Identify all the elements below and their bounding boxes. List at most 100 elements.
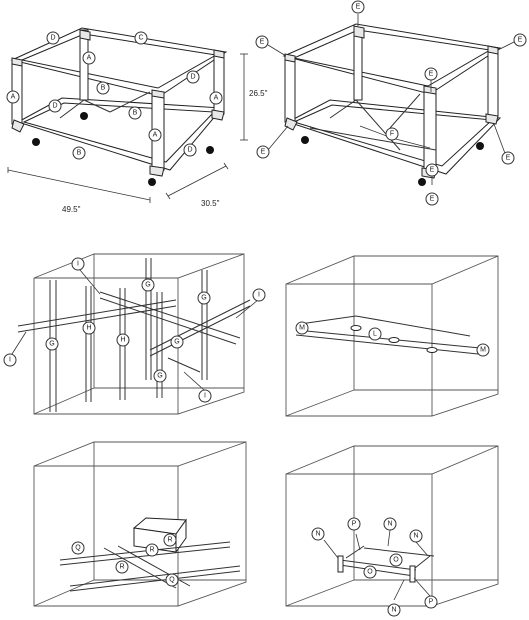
svg-text:B: B xyxy=(133,110,138,117)
label-n-bottom: N xyxy=(387,603,401,617)
corner-connectors xyxy=(11,29,225,99)
label-b-front: B xyxy=(72,146,86,160)
box3-wireframe xyxy=(33,253,245,415)
label-q-right: Q xyxy=(165,573,179,587)
label-g-left: G xyxy=(45,337,59,351)
box6-wireframe xyxy=(285,445,499,607)
label-h-left: H xyxy=(82,321,96,335)
frame2-braces xyxy=(309,93,437,151)
panel-frame-overview: D C A D A B D B A A B D 49.5" 30.5" 26.5… xyxy=(6,27,268,214)
leader-lines-i xyxy=(11,269,259,391)
svg-text:E: E xyxy=(430,196,435,203)
svg-text:R: R xyxy=(119,564,124,571)
svg-text:E: E xyxy=(430,167,435,174)
shelf-clip-1 xyxy=(350,325,362,331)
svg-text:O: O xyxy=(393,557,399,564)
svg-text:M: M xyxy=(299,325,305,332)
foot2-front-right xyxy=(418,178,426,186)
label-n-left: N xyxy=(311,527,325,541)
svg-text:N: N xyxy=(387,521,392,528)
bar-i-left xyxy=(17,299,177,333)
label-r-mid: R xyxy=(145,543,159,557)
label-a-right: A xyxy=(209,91,223,105)
label-d-bottom-right: D xyxy=(183,143,197,157)
svg-text:P: P xyxy=(429,599,434,606)
label-g-front: G xyxy=(153,369,167,383)
box4-wireframe xyxy=(285,255,499,417)
label-e-foot-front: E xyxy=(425,192,439,206)
upright-back-right xyxy=(213,53,225,115)
label-e-front-upright: E xyxy=(424,67,438,81)
label-a-back-upright: A xyxy=(82,51,96,65)
svg-text:A: A xyxy=(87,55,92,62)
label-e-top-right: E xyxy=(513,33,527,47)
svg-text:H: H xyxy=(120,337,125,344)
foot-back-left xyxy=(80,112,88,120)
foot-back-right xyxy=(206,146,214,154)
label-h-center: H xyxy=(116,333,130,347)
upright-back-left xyxy=(79,29,89,101)
shelf-rails-m xyxy=(295,315,481,355)
svg-text:G: G xyxy=(201,295,206,302)
svg-text:E: E xyxy=(518,37,523,44)
rail-g-back xyxy=(145,258,152,380)
bar-i-right xyxy=(149,299,251,357)
foot2-front-left xyxy=(301,136,309,144)
svg-text:D: D xyxy=(52,103,57,110)
label-o-left: O xyxy=(363,565,377,579)
dimension-depth: 30.5" xyxy=(201,199,220,208)
label-a-left: A xyxy=(6,90,20,104)
svg-text:L: L xyxy=(373,331,377,338)
svg-text:E: E xyxy=(429,71,434,78)
tray-side xyxy=(175,518,187,554)
dimension-height: 26.5" xyxy=(249,89,268,98)
svg-text:N: N xyxy=(391,607,396,614)
svg-text:G: G xyxy=(174,339,179,346)
svg-text:M: M xyxy=(480,347,486,354)
label-n-top: N xyxy=(383,517,397,531)
base-frame-o xyxy=(339,545,435,577)
leader-lines-nop xyxy=(323,529,431,601)
label-e-bottom-left: E xyxy=(256,145,270,159)
svg-text:E: E xyxy=(506,155,511,162)
bar-i-bottom xyxy=(167,357,201,373)
label-d-mid: D xyxy=(48,99,62,113)
svg-text:I: I xyxy=(9,357,11,364)
svg-text:Q: Q xyxy=(75,545,81,552)
label-i-left: I xyxy=(3,353,17,367)
svg-text:D: D xyxy=(187,147,192,154)
foot-front-right xyxy=(148,178,156,186)
upright2-back-right xyxy=(487,49,499,117)
panel-base-nop: N P N N O O P N xyxy=(285,445,499,617)
rail-h-left xyxy=(85,286,92,402)
svg-text:A: A xyxy=(153,132,158,139)
label-p-bottom: P xyxy=(424,595,438,609)
panel-shelf-lm: M L M xyxy=(285,255,499,417)
connectors2-top xyxy=(284,25,499,95)
label-f-brace: F xyxy=(385,127,399,141)
label-e-bottom-front: E xyxy=(425,163,439,177)
svg-text:I: I xyxy=(258,292,260,299)
svg-text:P: P xyxy=(352,521,357,528)
label-n-right: N xyxy=(409,529,423,543)
svg-text:E: E xyxy=(356,4,361,11)
svg-text:N: N xyxy=(315,531,320,538)
label-b-right-bottom: B xyxy=(128,106,142,120)
svg-text:G: G xyxy=(145,282,150,289)
svg-text:I: I xyxy=(204,393,206,400)
leader-lines-e-f xyxy=(267,14,515,185)
base-post-left xyxy=(337,555,344,573)
dimension-lines: 49.5" 30.5" 26.5" xyxy=(7,53,268,214)
label-a-front-right: A xyxy=(148,128,162,142)
svg-text:R: R xyxy=(149,547,154,554)
shelf-clip-2 xyxy=(388,337,400,343)
label-l-center: L xyxy=(368,327,382,341)
svg-text:G: G xyxy=(49,341,54,348)
label-m-left: M xyxy=(295,321,309,335)
rail-g-right xyxy=(201,270,208,380)
svg-text:A: A xyxy=(214,95,219,102)
label-d-top-left: D xyxy=(46,31,60,45)
label-m-right: M xyxy=(476,343,490,357)
svg-text:B: B xyxy=(77,150,82,157)
